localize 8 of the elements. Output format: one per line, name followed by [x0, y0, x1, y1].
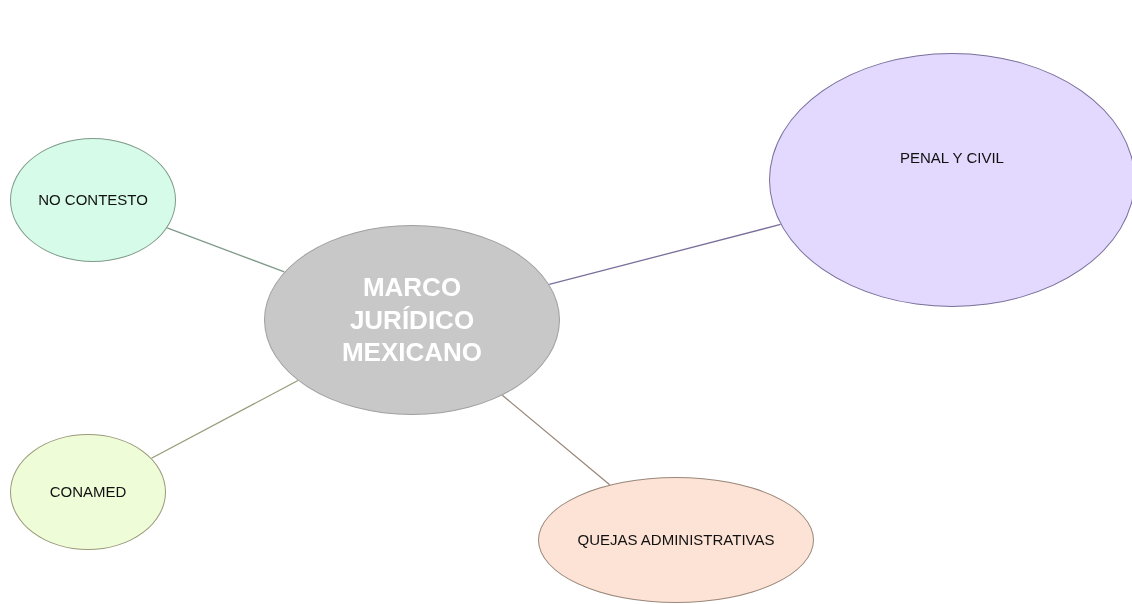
topic-label: PENAL Y CIVIL	[900, 149, 1004, 167]
topic-label: QUEJAS ADMINISTRATIVAS	[577, 531, 775, 549]
connector-line	[166, 227, 285, 273]
connector-line	[501, 394, 611, 486]
topic-label: CONAMED	[49, 483, 127, 501]
topic-label: NO CONTESTO	[38, 191, 148, 209]
connector-line	[150, 379, 299, 459]
connector-line	[548, 223, 782, 286]
